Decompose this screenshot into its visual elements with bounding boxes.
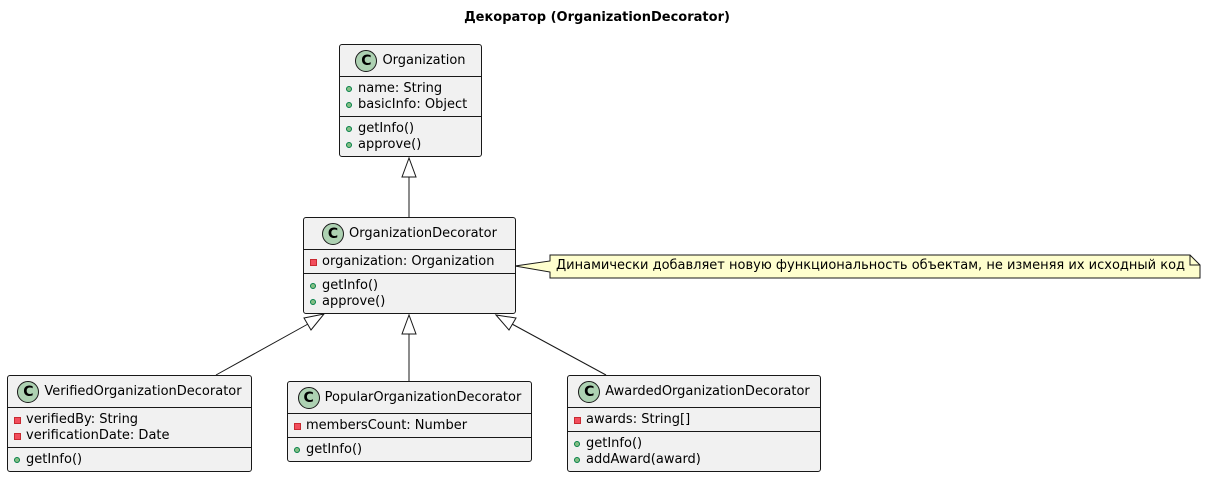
attributes-section: membersCount: Number	[288, 414, 531, 438]
class-awarded-organization-decorator[interactable]: C AwardedOrganizationDecorator awards: S…	[567, 375, 821, 472]
attributes-section: organization: Organization	[304, 250, 515, 274]
method-row: getInfo()	[294, 442, 525, 458]
inherit-arrow-verified	[303, 313, 326, 331]
public-visibility-icon	[14, 457, 26, 463]
inherit-arrow-organization	[401, 156, 417, 178]
class-header: C PopularOrganizationDecorator	[288, 382, 531, 414]
attribute-row: organization: Organization	[310, 254, 509, 270]
method-row: getInfo()	[310, 278, 509, 294]
class-stereotype-icon: C	[17, 380, 40, 403]
class-name: VerifiedOrganizationDecorator	[44, 384, 242, 399]
class-name: Organization	[382, 53, 466, 68]
class-stereotype-icon: C	[578, 380, 601, 403]
class-name: OrganizationDecorator	[349, 226, 497, 241]
private-visibility-icon	[294, 422, 306, 430]
note-fold	[1189, 255, 1200, 266]
private-visibility-icon	[574, 416, 586, 424]
inherit-arrow-popular	[401, 313, 417, 335]
public-visibility-icon	[346, 102, 358, 108]
method-row: getInfo()	[574, 436, 814, 452]
public-visibility-icon	[574, 441, 586, 447]
class-stereotype-icon: C	[297, 386, 320, 409]
methods-section: getInfo()	[8, 448, 251, 471]
class-organization[interactable]: C Organization name: String basicInfo: O…	[339, 44, 482, 157]
public-visibility-icon	[574, 457, 586, 463]
edge-awarded-decorator	[511, 323, 607, 376]
class-name: AwardedOrganizationDecorator	[605, 384, 810, 399]
attribute-row: awards: String[]	[574, 412, 814, 428]
class-stereotype-icon: C	[322, 222, 345, 245]
methods-section: getInfo() approve()	[340, 117, 481, 156]
class-popular-organization-decorator[interactable]: C PopularOrganizationDecorator membersCo…	[287, 381, 532, 462]
public-visibility-icon	[346, 86, 358, 92]
attribute-row: verifiedBy: String	[14, 412, 245, 428]
public-visibility-icon	[346, 142, 358, 148]
attribute-row: membersCount: Number	[294, 418, 525, 434]
methods-section: getInfo() approve()	[304, 274, 515, 313]
attribute-row: name: String	[346, 81, 475, 97]
class-header: C Organization	[340, 45, 481, 77]
attribute-row: verificationDate: Date	[14, 428, 245, 444]
edge-verified-decorator	[215, 323, 309, 376]
public-visibility-icon	[294, 447, 306, 453]
class-organization-decorator[interactable]: C OrganizationDecorator organization: Or…	[303, 217, 516, 314]
attributes-section: verifiedBy: String verificationDate: Dat…	[8, 408, 251, 448]
class-stereotype-icon: C	[355, 49, 378, 72]
private-visibility-icon	[14, 416, 26, 424]
attribute-row: basicInfo: Object	[346, 97, 475, 113]
inherit-arrow-awarded	[494, 314, 517, 331]
note-text: Динамически добавляет новую функциональн…	[556, 258, 1186, 273]
method-row: addAward(award)	[574, 452, 814, 468]
method-row: approve()	[346, 137, 475, 153]
diagram-title: Декоратор (OrganizationDecorator)	[464, 10, 730, 25]
class-name: PopularOrganizationDecorator	[324, 390, 522, 405]
class-header: C VerifiedOrganizationDecorator	[8, 376, 251, 408]
class-header: C AwardedOrganizationDecorator	[568, 376, 820, 408]
class-header: C OrganizationDecorator	[304, 218, 515, 250]
public-visibility-icon	[310, 299, 322, 305]
private-visibility-icon	[310, 258, 322, 266]
method-row: getInfo()	[14, 452, 245, 468]
attributes-section: name: String basicInfo: Object	[340, 77, 481, 117]
attributes-section: awards: String[]	[568, 408, 820, 432]
public-visibility-icon	[346, 126, 358, 132]
private-visibility-icon	[14, 432, 26, 440]
method-row: getInfo()	[346, 121, 475, 137]
methods-section: getInfo() addAward(award)	[568, 432, 820, 471]
method-row: approve()	[310, 294, 509, 310]
public-visibility-icon	[310, 283, 322, 289]
methods-section: getInfo()	[288, 438, 531, 461]
class-verified-organization-decorator[interactable]: C VerifiedOrganizationDecorator verified…	[7, 375, 252, 472]
note-shape	[514, 254, 1201, 279]
